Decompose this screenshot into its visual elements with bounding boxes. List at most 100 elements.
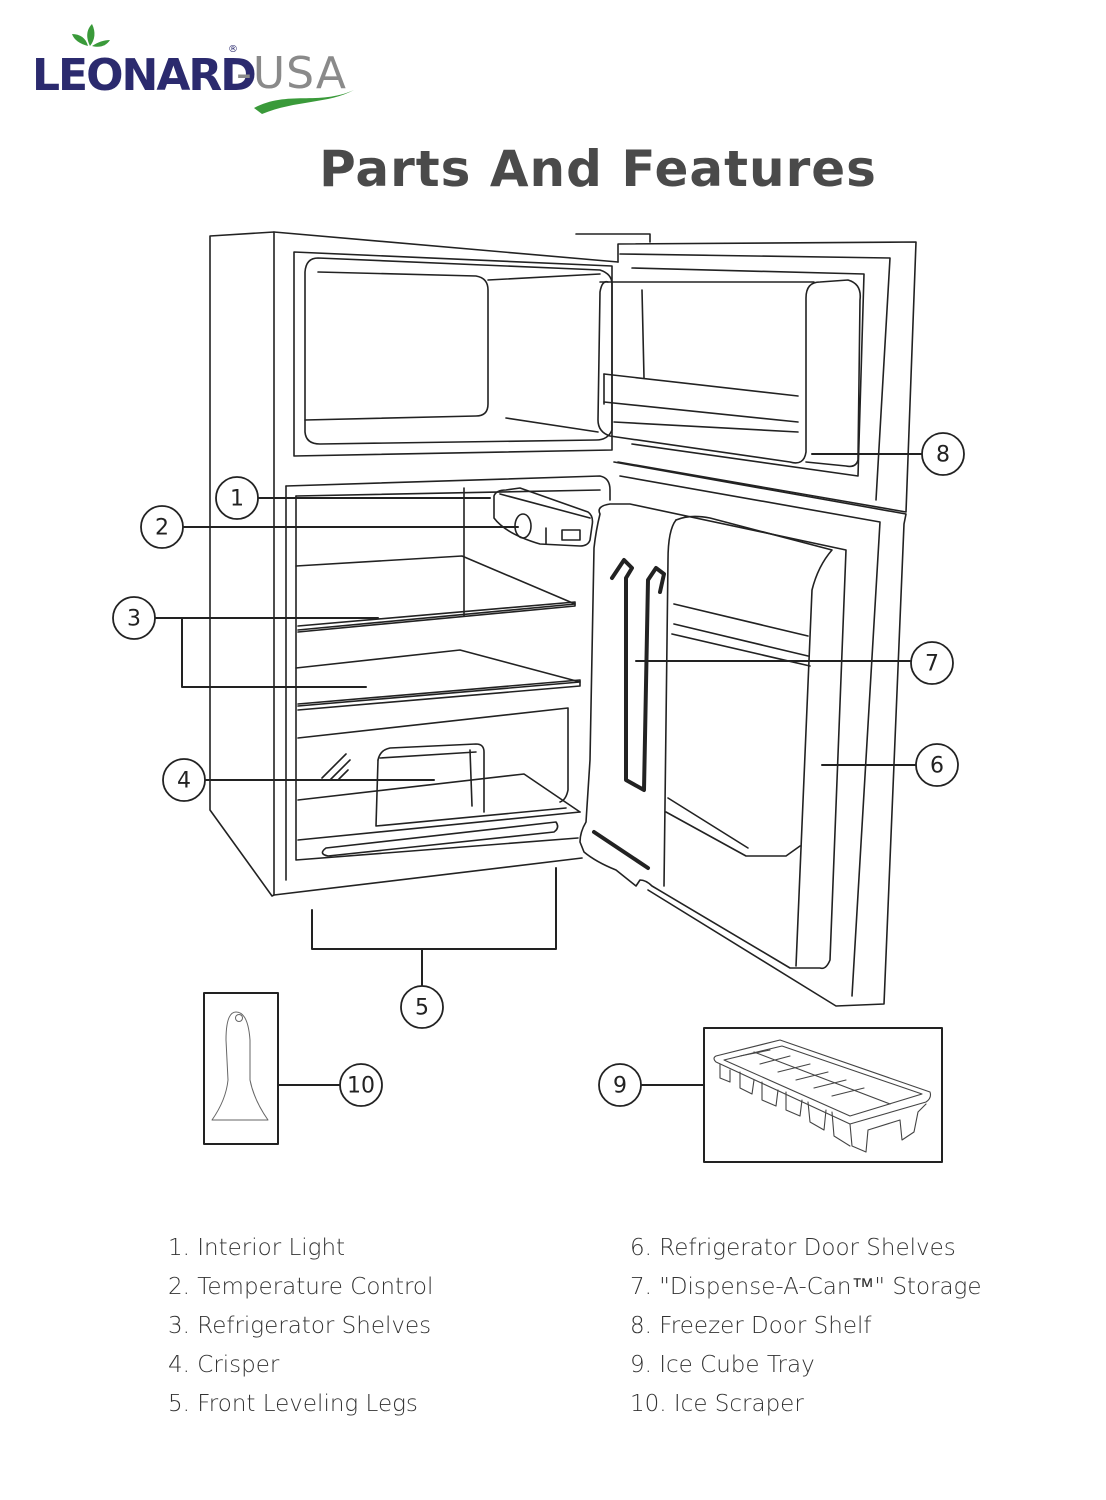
legend-item: 5. Front Leveling Legs [168,1391,418,1417]
ice-cube-tray-illustration-part-part [753,1051,891,1105]
legend-item: 4. Crisper [168,1352,280,1378]
refrigerator-door-part [619,475,881,997]
refrigerator-cabinet-part [273,857,583,896]
refrigerator-cabinet-part [295,489,601,497]
leader-3-bracket [181,617,367,688]
crisper-drawer [297,707,581,857]
freezer-door-part [603,401,799,423]
legend-item: 6. Refrigerator Door Shelves [630,1235,956,1261]
callout-5 [400,985,444,1029]
refrigerator-cabinet [209,231,651,897]
refrigerator-cabinet-part [575,233,651,243]
refrigerator-door-part [667,797,749,849]
ice-cube-tray-illustration-part [713,1039,932,1153]
freezer-door-part [641,289,645,379]
callout-8 [921,432,965,476]
legend-item: 8. Freezer Door Shelf [630,1313,872,1339]
freezer-door-part [597,279,862,468]
freezer-door-part [613,421,799,433]
refrigerator-shelf-part [297,679,581,711]
freezer-door-part [617,241,917,513]
crisper-drawer-part [377,743,485,813]
refrigerator-cabinet-part [293,251,613,457]
legend-item: 1. Interior Light [168,1235,346,1261]
refrigerator-diagram-part [155,231,943,1163]
freezer-door [597,241,917,513]
brand-suffix: -USA [236,48,347,99]
freezer-door-part [603,373,799,397]
ice-cube-tray-illustration-part-part [831,1111,851,1147]
brand-name: LEONARD [32,50,257,101]
crisper-drawer-part [469,749,473,807]
legend-item: 2. Temperature Control [168,1274,434,1300]
callout-6 [915,743,959,787]
callout-number-3: 3 [127,607,141,632]
callout-leaders [155,453,923,1086]
callout-2 [140,505,184,549]
ice-cube-tray-illustration-part-part [739,1071,755,1095]
callout-9 [598,1063,642,1107]
refrigerator-cabinet-part [505,417,599,433]
crisper-drawer-part [321,821,559,857]
interior-light-housing [493,487,594,547]
callout-number-9: 9 [613,1074,627,1099]
legend-item: 3. Refrigerator Shelves [168,1313,432,1339]
callout-2-part [140,505,184,549]
interior-light-housing-part [561,529,581,541]
callout-9-part [598,1063,642,1107]
ice-cube-tray-illustration-part-part [849,1103,927,1153]
leaf-icon [92,40,110,47]
leader-5-bracket [311,867,557,950]
legend-item: 9. Ice Cube Tray [630,1352,815,1378]
crisper-drawer-part [375,759,567,827]
ice-scraper-illustration [203,992,279,1145]
callout-1-part [215,476,259,520]
refrigerator-shelf [295,649,581,711]
refrigerator-shelf-part [297,601,576,633]
refrigerator-door-part [613,461,907,1007]
crisper-drawer-part [297,773,581,813]
callout-number-7: 7 [925,652,939,677]
ice-cube-tray-illustration-part-part [723,1045,923,1117]
refrigerator-shelf [295,555,576,633]
refrigerator-diagram-part: 1 2 3 4 5 6 7 8 9 10 [127,443,950,1099]
ice-cube-tray-illustration-part-part [807,1101,827,1131]
callout-7-part [910,641,954,685]
callout-number-8: 8 [936,443,950,468]
ice-cube-tray-illustration-part-part [713,1039,932,1125]
freezer-door-part [631,267,865,477]
refrigerator-door [579,461,907,1007]
refrigerator-cabinet-part [209,231,275,897]
callout-7 [910,641,954,685]
ice-cube-tray-illustration-part-part [719,1063,731,1083]
refrigerator-shelf-part [295,649,581,707]
refrigerator-door-part [665,811,801,857]
ice-cube-tray-illustration-part-part [739,1049,865,1097]
refrigerator-shelf-part [295,555,576,631]
crisper-drawer-part [321,753,351,781]
legend-item: 7. "Dispense-A-Can™" Storage [630,1274,982,1300]
callout-8-part [921,432,965,476]
leaf-icon [87,24,95,46]
registered-mark: ® [228,44,238,55]
crisper-drawer-part [379,751,477,759]
callout-10 [339,1063,383,1107]
logo-graphics [72,24,354,114]
ice-cube-tray-illustration-part-part [785,1091,803,1117]
interior-light-housing-part [499,493,591,519]
callout-3 [112,596,156,640]
refrigerator-cabinet-part [273,231,619,263]
callout-number-1: 1 [230,487,244,512]
callout-1 [215,476,259,520]
callout-number-10: 10 [347,1074,375,1099]
ice-cube-tray-illustration-part-part [761,1081,779,1107]
callout-10-part [339,1063,383,1107]
callout-number-2: 2 [155,516,169,541]
ice-scraper-illustration-part [203,992,279,1145]
parts-legend-left: 1. Interior Light 2. Temperature Control… [168,1232,433,1427]
dispense-a-can-rack-part [592,830,650,870]
callout-4 [162,758,206,802]
page-title: Parts And Features [319,140,877,198]
refrigerator-cabinet-part [487,273,601,281]
